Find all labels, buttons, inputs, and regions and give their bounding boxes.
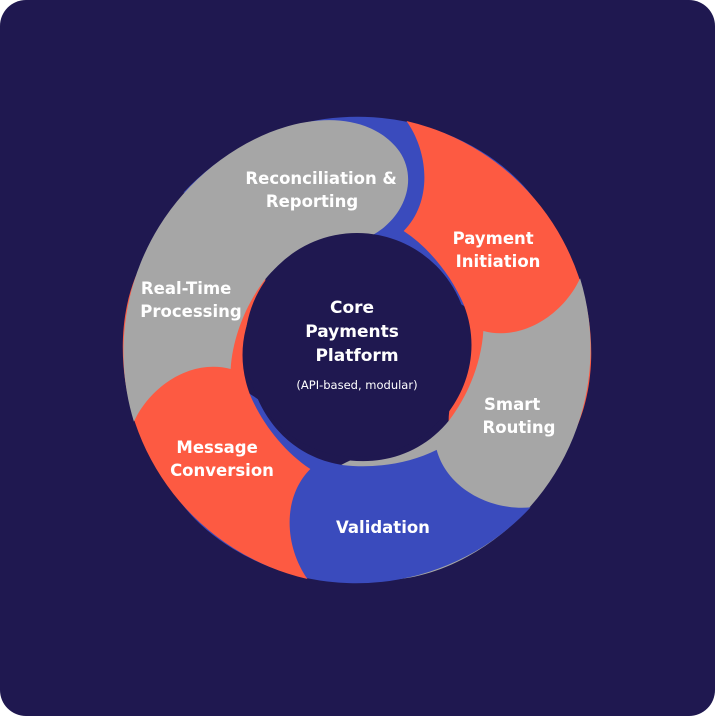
label-validation: Validation: [336, 518, 430, 537]
center-title: Core Payments Platform: [305, 298, 405, 366]
label-payment-initiation: Payment Initiation: [453, 229, 541, 271]
label-reconciliation-reporting: Reconciliation & Reporting: [245, 169, 402, 211]
center-subtitle: (API-based, modular): [296, 378, 417, 392]
label-real-time-processing: Real-Time Processing: [140, 279, 241, 321]
label-smart-routing: Smart Routing: [483, 395, 556, 437]
center-hub: [245, 233, 469, 457]
label-message-conversion: Message Conversion: [170, 438, 274, 480]
